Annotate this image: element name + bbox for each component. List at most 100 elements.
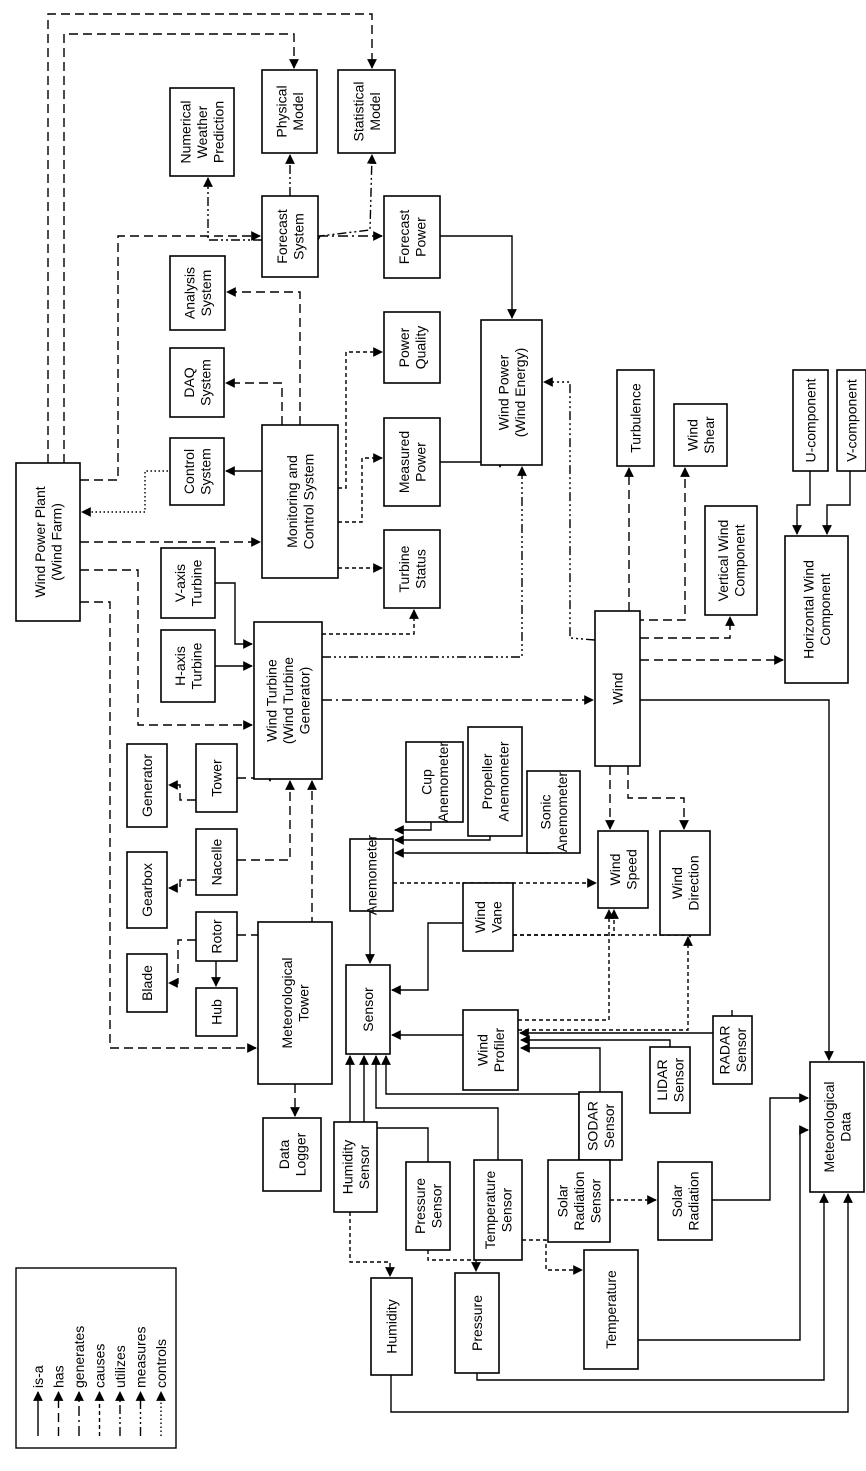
node-label: NumericalWeatherPrediction — [178, 100, 227, 163]
edge-isa — [520, 1035, 671, 1047]
node-label: Tower — [209, 759, 225, 797]
node-h-axis-turbine: H-axisTurbine — [160, 629, 216, 703]
edge-isa — [359, 1055, 429, 1162]
edge-isa — [390, 1193, 853, 1413]
node-forecast-system: ForecastSystem — [261, 195, 319, 278]
node-wind-direction: WindDirection — [659, 830, 711, 936]
legend-frame — [15, 1267, 177, 1449]
node-label: Turbulence — [628, 383, 644, 453]
node-sonic-anemometer: SonicAnemometer — [526, 770, 581, 854]
node-label: SonicAnemometer — [537, 772, 570, 852]
node-wind-vane: WindVane — [462, 882, 514, 952]
node-label: ForecastPower — [396, 210, 429, 265]
edge-cau — [338, 347, 383, 489]
node-label: Vertical WindComponent — [715, 520, 748, 602]
node-power-quality: PowerQuality — [383, 311, 441, 384]
node-label: CupAnemometer — [418, 742, 451, 822]
node-label: WindDirection — [669, 855, 702, 910]
edge-has — [47, 13, 377, 463]
edge-isa — [371, 1055, 499, 1160]
edge-cau — [349, 1212, 395, 1277]
edge-has — [635, 467, 690, 621]
node-label: HumiditySensor — [339, 1140, 372, 1194]
node-analysis-system: AnalysisSystem — [169, 255, 226, 331]
node-label: MeteorologicalData — [821, 1081, 854, 1172]
node-hub: Hub — [195, 987, 238, 1037]
node-label: MeasuredPower — [396, 431, 429, 493]
node-solar-radiation: SolarRadiation — [657, 1161, 713, 1241]
edge-cau — [338, 453, 383, 523]
node-physical-model: PhysicalModel — [261, 69, 318, 154]
edge-isa — [638, 1125, 809, 1341]
edge-has — [63, 33, 299, 463]
node-label: V-axisTurbine — [172, 559, 205, 606]
node-propeller-anemometer: PropellerAnemometer — [467, 726, 523, 837]
edge-mea — [322, 466, 527, 658]
node-sodar-sensor: SODARSensor — [578, 1091, 623, 1161]
legend-item-controls: controls — [153, 1339, 169, 1436]
node-temperature: Temperature — [583, 1249, 639, 1370]
node-label: Gearbox — [139, 863, 155, 917]
node-label: LIDARSensor — [654, 1057, 687, 1102]
node-turbulence: Turbulence — [616, 369, 655, 467]
edge-isa — [520, 1043, 601, 1092]
node-measured-power: MeasuredPower — [383, 417, 441, 507]
node-cup-anemometer: CupAnemometer — [405, 741, 464, 823]
edge-cau — [518, 936, 693, 1031]
legend-item-causes: causes — [92, 1344, 108, 1436]
node-label: Wind Power(Wind Energy) — [495, 348, 528, 437]
edge-has — [168, 879, 196, 893]
legend-label: generates — [71, 1326, 87, 1388]
legend-item-measures: measures — [133, 1327, 149, 1436]
legend-label: causes — [92, 1344, 108, 1388]
node-u-component: U-component — [792, 369, 829, 472]
edge-mea — [543, 377, 596, 641]
edge-cau — [518, 909, 614, 1021]
node-label: ForecastSystem — [274, 209, 307, 264]
edge-isa — [391, 922, 463, 995]
node-label: PowerQuality — [396, 326, 429, 370]
node-wind-profiler: WindProfiler — [462, 1009, 519, 1091]
legend-label: is-a — [30, 1365, 46, 1388]
node-gearbox: Gearbox — [126, 851, 168, 929]
edge-has — [80, 569, 253, 730]
node-daq-system: DAQSystem — [169, 347, 225, 418]
node-label: PressureSensor — [412, 1178, 445, 1234]
node-v-component: V-component — [836, 369, 866, 472]
node-anemometer: Anemometer — [349, 835, 394, 915]
node-humidity-sensor: HumiditySensor — [333, 1121, 378, 1213]
node-pressure: Pressure — [454, 1272, 500, 1374]
node-label: TemperatureSensor — [482, 1170, 515, 1249]
node-meteorological-data: MeteorologicalData — [809, 1061, 865, 1193]
node-label: TurbineStatus — [396, 545, 429, 592]
node-blade: Blade — [126, 953, 168, 1013]
node-label: H-axisTurbine — [172, 642, 205, 689]
edge-uti — [317, 154, 377, 241]
node-control-system: ControlSystem — [169, 437, 225, 506]
node-label: StatisticalModel — [350, 82, 383, 142]
node-wind-power: Wind Power(Wind Energy) — [480, 319, 543, 466]
legend-label: has — [51, 1365, 67, 1388]
legend-item-generates: generates — [71, 1326, 87, 1436]
node-radar-sensor: RADARSensor — [712, 1015, 753, 1085]
edge-has — [627, 766, 689, 830]
edge-has — [237, 780, 295, 861]
node-lidar-sensor: LIDARSensor — [649, 1046, 691, 1114]
edge-isa — [394, 822, 432, 835]
node-label: V-component — [844, 379, 860, 462]
node-solar-radiation-sensor: SolarRadiationSensor — [547, 1159, 611, 1243]
node-v-axis-turbine: V-axisTurbine — [160, 547, 216, 619]
node-label: WindShear — [684, 416, 717, 454]
node-label: MeteorologicalTower — [279, 957, 312, 1048]
node-vertical-wind-component: Vertical WindComponent — [704, 505, 758, 616]
edge-cau — [427, 1250, 481, 1272]
node-wind-speed: WindSpeed — [597, 830, 649, 909]
node-label: Generator — [139, 754, 155, 817]
node-label: U-component — [803, 378, 819, 462]
node-wind-turbine: Wind Turbine(Wind TurbineGenerator) — [253, 621, 323, 780]
legend-item-has: has — [51, 1365, 67, 1436]
edge-has — [168, 939, 196, 988]
edge-isa — [440, 235, 517, 319]
